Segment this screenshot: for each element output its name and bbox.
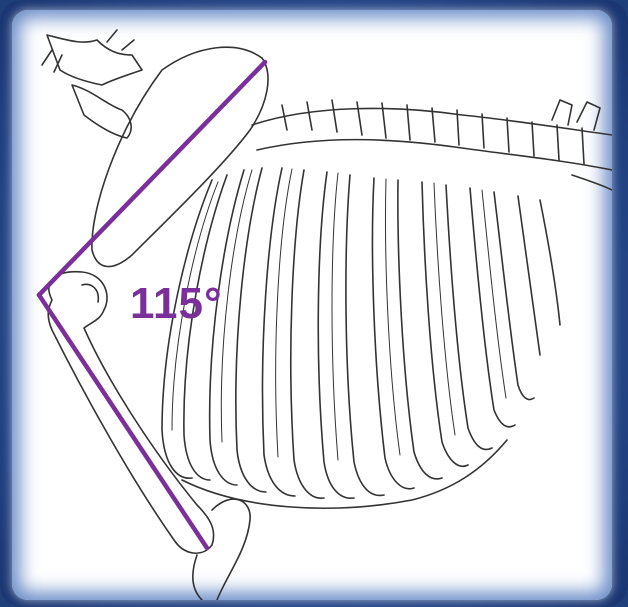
forearm <box>193 499 250 600</box>
bone-outlines <box>42 30 612 600</box>
illustration-panel: 115° <box>12 10 612 600</box>
scapula-axis-line <box>39 62 265 295</box>
angle-label: 115° <box>130 282 223 326</box>
skeleton-drawing <box>12 10 612 600</box>
scapula <box>92 47 268 266</box>
thoracic-spine <box>252 100 612 190</box>
cervical-vertebrae <box>42 30 142 138</box>
humerus-axis-line <box>39 295 207 548</box>
